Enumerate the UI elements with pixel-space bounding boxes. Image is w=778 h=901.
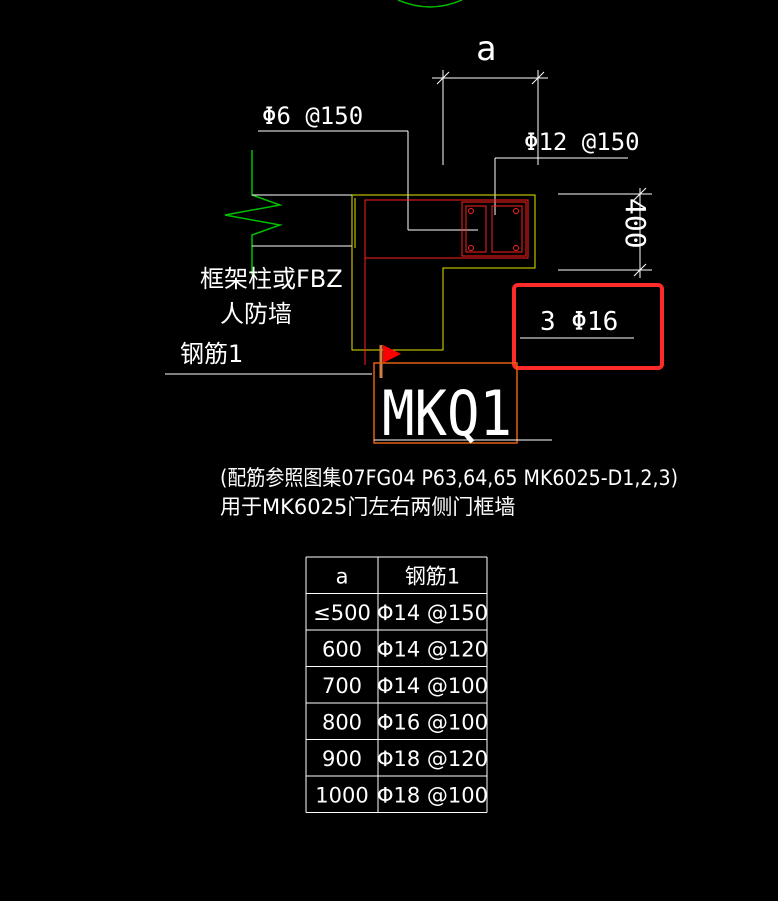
rebar-top-label: Φ12 @150 (524, 128, 640, 156)
table-cell-rebar: Φ14 @150 (377, 601, 488, 625)
table-cell-rebar: Φ18 @100 (377, 784, 488, 808)
dimension-400 (558, 187, 652, 278)
dimension-a-label: a (476, 29, 496, 69)
highlight-box (512, 283, 664, 370)
longitudinal-label: 3 Φ16 (540, 307, 618, 337)
table-cell-rebar: Φ18 @120 (377, 747, 488, 771)
rebar-cage (364, 199, 529, 365)
rebar1-label: 钢筋1 (180, 340, 243, 368)
table-cell-a: ≤500 (313, 601, 371, 625)
tag-box (373, 362, 518, 444)
stirrup-label: Φ6 @150 (262, 102, 363, 130)
table-cell-a: 600 (322, 638, 362, 662)
table-header-rebar: 钢筋1 (405, 565, 460, 589)
column-note-2: 人防墙 (220, 300, 292, 328)
note-line-1: (配筋参照图集07FG04 P63,64,65 MK6025-D1,2,3) (220, 466, 678, 490)
table-cell-a: 1000 (315, 784, 368, 808)
table-cell-a: 800 (322, 711, 362, 735)
table-header-a: a (336, 565, 349, 589)
wall-outline (351, 194, 536, 351)
tag-label: MKQ1 (382, 377, 512, 450)
table-cell-a: 900 (322, 747, 362, 771)
note-line-2: 用于MK6025门左右两侧门框墙 (220, 495, 515, 519)
table-cell-rebar: Φ14 @100 (377, 674, 488, 698)
flag-marker (379, 345, 401, 378)
table-cell-a: 700 (322, 674, 362, 698)
column-note-1: 框架柱或FBZ (200, 265, 343, 293)
table-cell-rebar: Φ16 @100 (377, 711, 488, 735)
column-edge-lines (252, 194, 352, 247)
dimension-400-label: 400 (619, 198, 652, 249)
table-cell-rebar: Φ14 @120 (377, 638, 488, 662)
dimension-a (432, 70, 548, 165)
green-arc (397, 0, 463, 8)
